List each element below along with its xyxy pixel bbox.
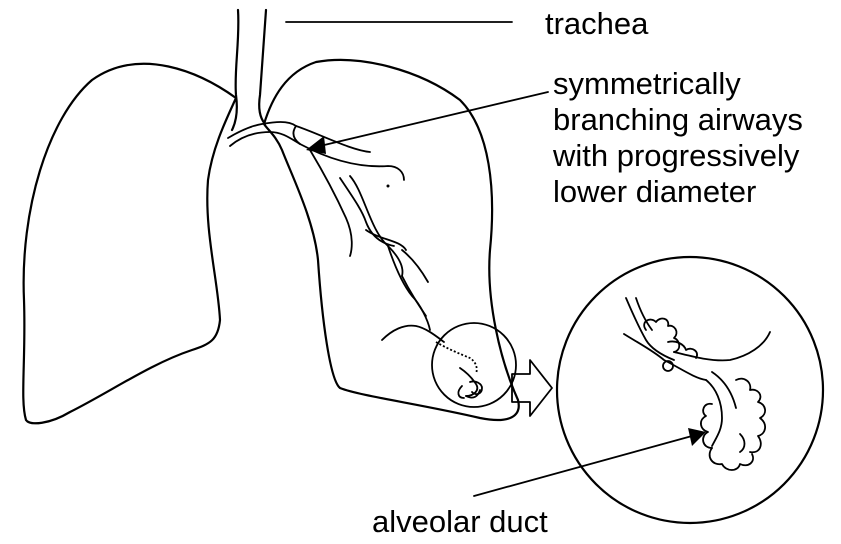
trachea: [232, 10, 266, 130]
bronchial-tree: [228, 122, 482, 398]
magnified-view-circle: [557, 257, 823, 523]
left-lung-outline: [23, 64, 236, 424]
label-line: lower diameter: [553, 174, 803, 210]
label-line: symmetrically: [553, 66, 803, 102]
label-branching-airways: symmetrically branching airways with pro…: [553, 66, 803, 210]
label-line: branching airways: [553, 102, 803, 138]
label-line: with progressively: [553, 138, 803, 174]
magnified-airways: [624, 298, 770, 470]
label-trachea: trachea: [545, 6, 648, 42]
label-alveolar-duct: alveolar duct: [372, 504, 548, 540]
alveolar-leader-arrow: [474, 428, 706, 496]
